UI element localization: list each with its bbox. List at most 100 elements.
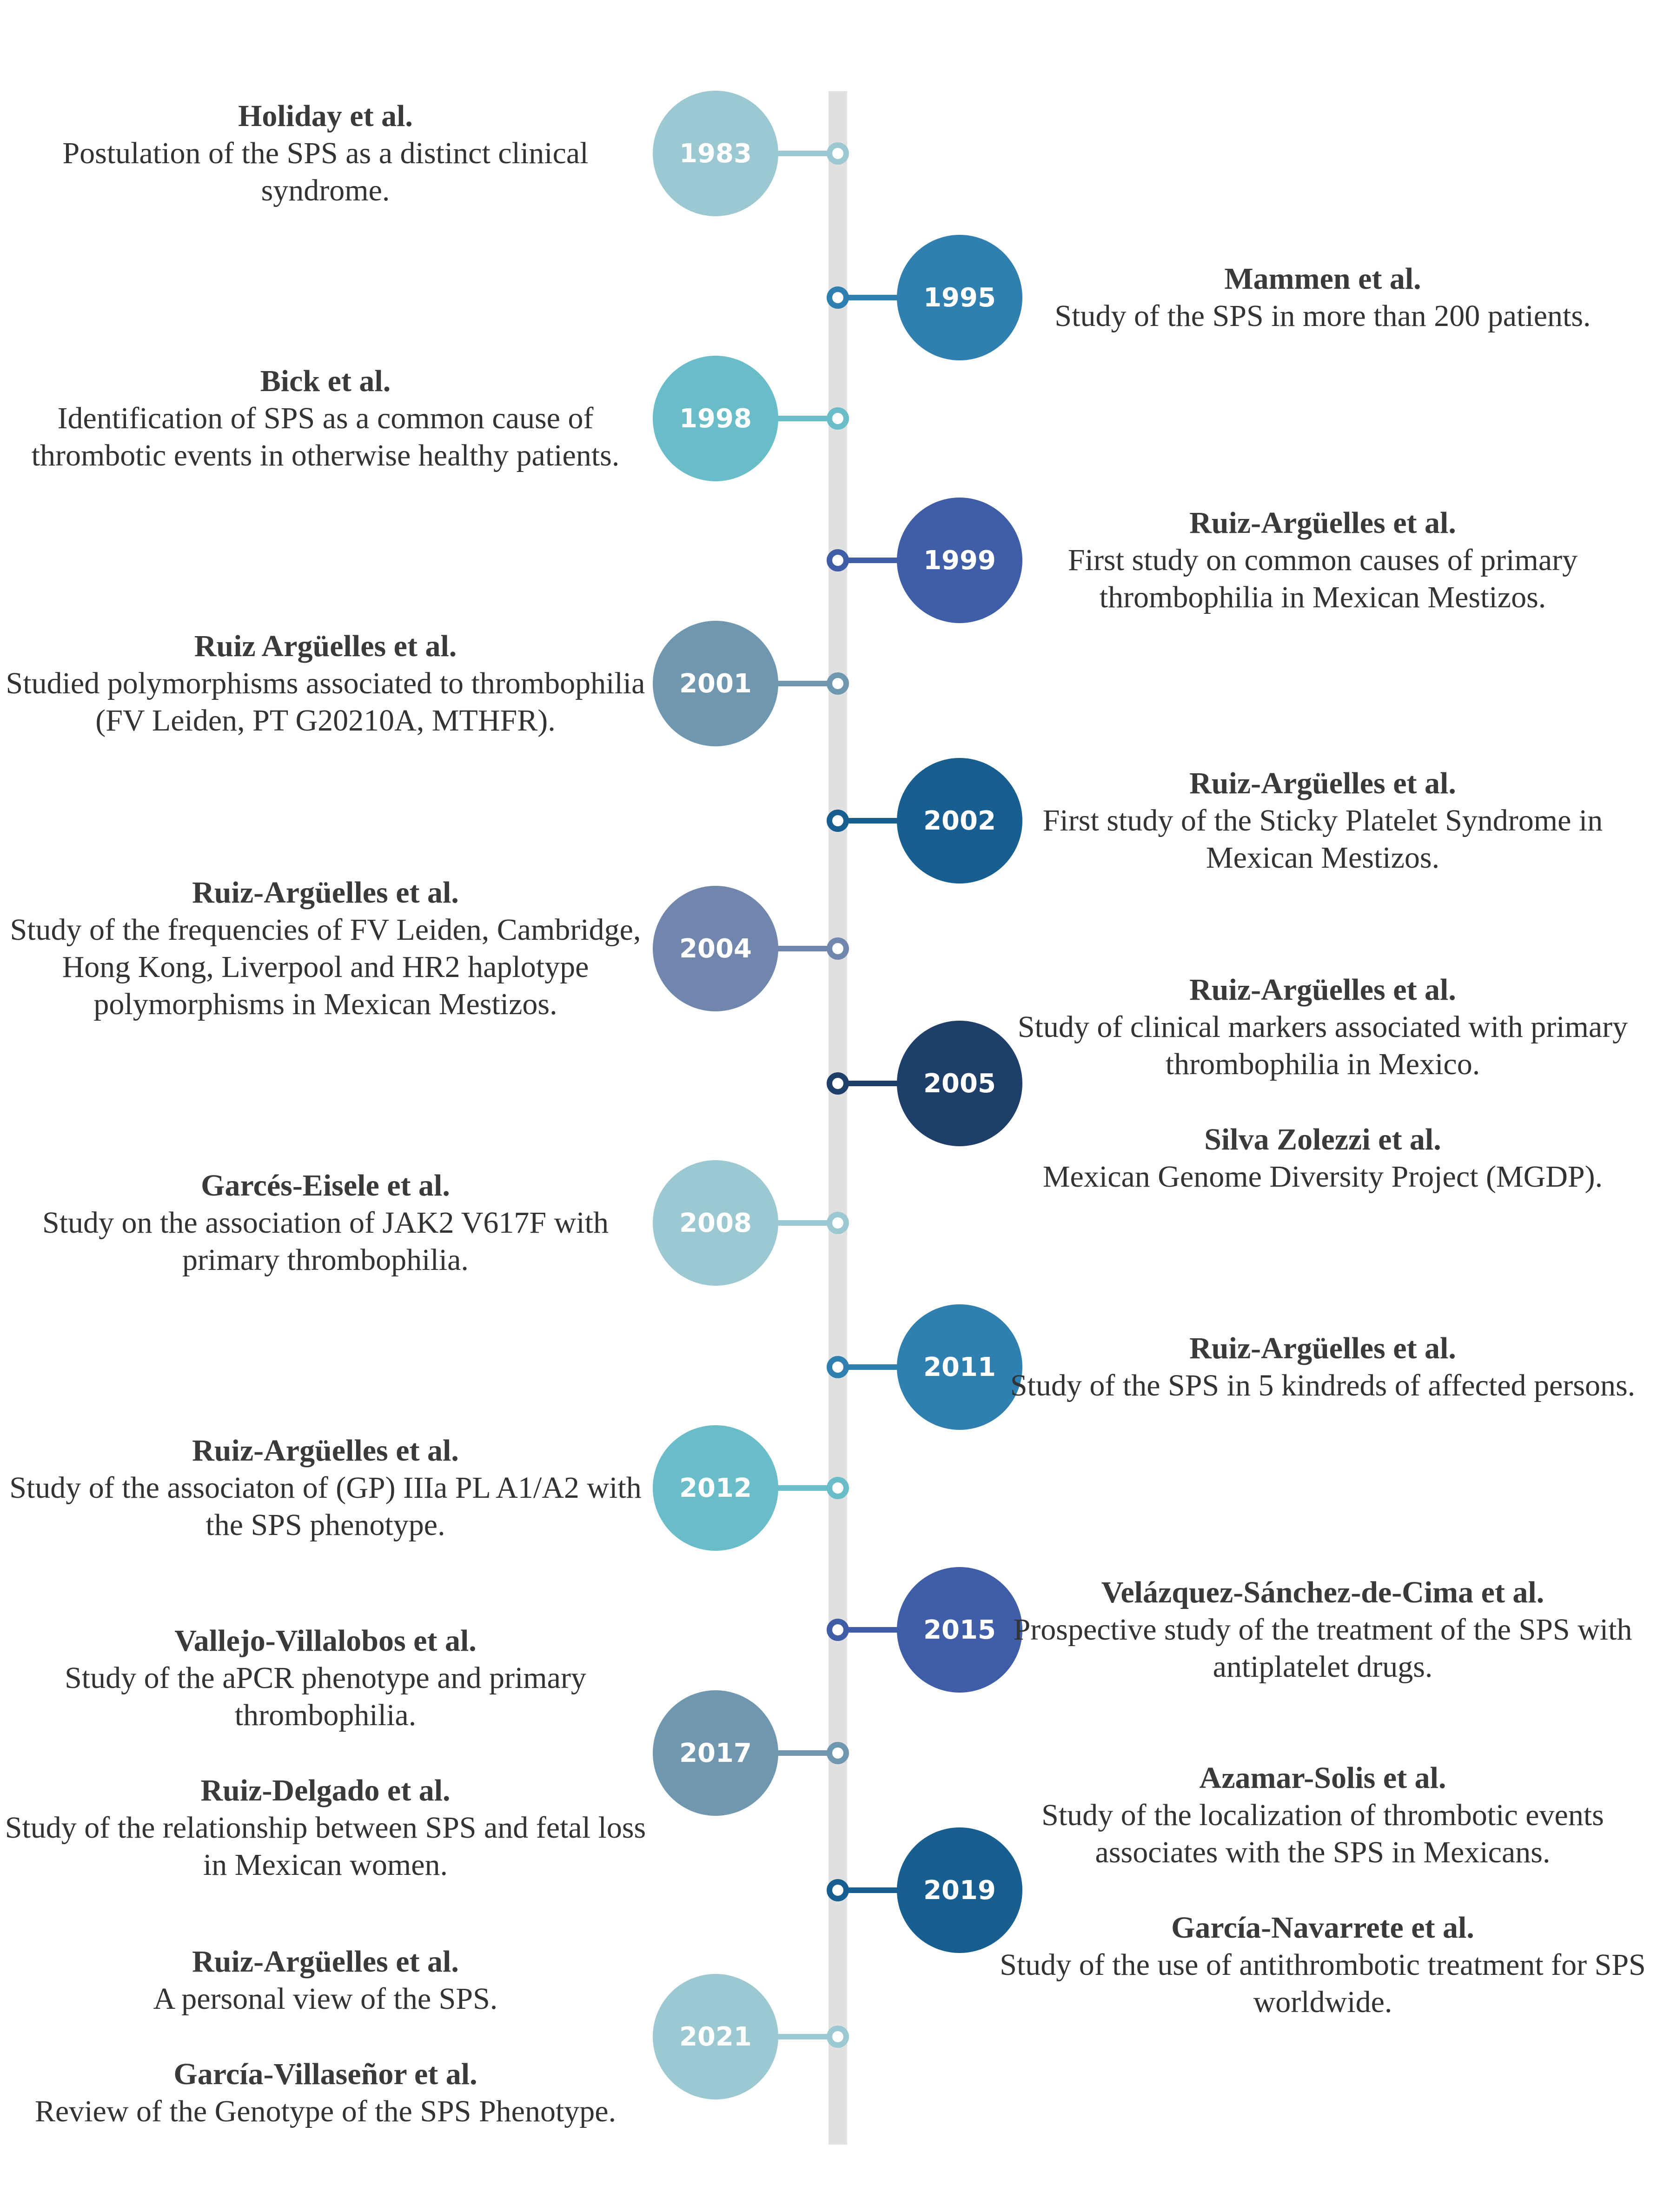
reference-author: Azamar-Solis et al. — [1199, 1761, 1446, 1795]
event-references: Ruiz Argüelles et al.Studied polymorphis… — [2, 628, 649, 739]
reference-description: Study of the SPS in more than 200 patien… — [1054, 299, 1591, 333]
reference-entry: Ruiz-Argüelles et al. First study of the … — [1000, 765, 1646, 877]
reference-description: Postulation of the SPS as a distinct cli… — [62, 136, 589, 207]
reference-description: Study on the association of JAK2 V617F w… — [42, 1206, 609, 1277]
timeline-dot — [827, 2026, 849, 2048]
year-circle: 1995 — [897, 235, 1022, 360]
reference-author: Ruiz-Argüelles et al. — [192, 1434, 459, 1468]
reference-entry: Ruiz-Argüelles et al.First study on comm… — [1000, 505, 1646, 616]
reference-entry: Holiday et al.Postulation of the SPS as … — [2, 98, 649, 209]
reference-description: Identification of SPS as a common cause … — [31, 401, 620, 472]
reference-entry: Garcés-Eisele et al. Study on the associa… — [2, 1167, 649, 1279]
reference-entry: Ruiz-Argüelles et al.Study of the freque… — [2, 874, 649, 1023]
reference-description: Study of the aPCR phenotype and primary … — [65, 1661, 586, 1732]
timeline-dot — [827, 810, 849, 832]
event-references: Velázquez-Sánchez-de-Cima et al. Prospect… — [1000, 1574, 1646, 1686]
year-circle: 2002 — [897, 758, 1022, 883]
reference-author: Ruiz-Argüelles et al. — [192, 1945, 459, 1979]
timeline-dot — [827, 1619, 849, 1641]
reference-description: Study of the SPS in 5 kindreds of affect… — [1010, 1368, 1636, 1402]
reference-entry: Silva Zolezzi et al. Mexican Genome Diver… — [1000, 1121, 1646, 1196]
event-references: Ruiz-Argüelles et al. First study of the … — [1000, 765, 1646, 877]
reference-entry: Ruiz Argüelles et al.Studied polymorphis… — [2, 628, 649, 739]
reference-author: Ruiz-Argüelles et al. — [1189, 1331, 1456, 1365]
year-circle: 2011 — [897, 1304, 1022, 1430]
timeline-dot — [827, 1742, 849, 1764]
reference-description: Study of the relationship between SPS an… — [5, 1811, 646, 1882]
year-circle: 2004 — [653, 886, 778, 1011]
event-references: Ruiz-Argüelles et al.First study on comm… — [1000, 505, 1646, 616]
reference-author: García-Villaseñor et al. — [173, 2057, 477, 2091]
reference-description: Review of the Genotype of the SPS Phenot… — [34, 2094, 616, 2128]
reference-description: Studied polymorphisms associated to thro… — [6, 666, 645, 737]
reference-description: Study of the associaton of (GP) IIIa PL … — [9, 1471, 642, 1542]
event-references: Holiday et al.Postulation of the SPS as … — [2, 98, 649, 209]
timeline-dot — [827, 1477, 849, 1499]
event-references: Vallejo-Villalobos et al.Study of the aP… — [2, 1622, 649, 1884]
event-references: Garcés-Eisele et al. Study on the associa… — [2, 1167, 649, 1279]
reference-description: Study of the frequencies of FV Leiden, C… — [10, 913, 641, 1021]
reference-entry: Ruiz-Argüelles et al.Study of clinical m… — [1000, 971, 1646, 1083]
reference-author: Mammen et al. — [1224, 262, 1421, 296]
reference-author: Vallejo-Villalobos et al. — [174, 1624, 477, 1658]
event-references: Ruiz-Argüelles et al.Study of the freque… — [2, 874, 649, 1023]
reference-author: Ruiz-Delgado et al. — [200, 1774, 451, 1807]
reference-author: Ruiz-Argüelles et al. — [192, 876, 459, 910]
reference-author: Velázquez-Sánchez-de-Cima et al. — [1101, 1575, 1544, 1609]
reference-author: Ruiz Argüelles et al. — [194, 629, 457, 663]
timeline-axis — [829, 91, 847, 2145]
event-references: Ruiz-Argüelles et al.Study of the SPS in… — [1000, 1330, 1646, 1404]
event-references: Ruiz-Argüelles et al.A personal view of … — [2, 1943, 649, 2130]
year-circle: 1983 — [653, 91, 778, 216]
reference-author: Silva Zolezzi et al. — [1204, 1123, 1441, 1156]
reference-author: Holiday et al. — [238, 99, 413, 133]
timeline-dot — [827, 549, 849, 571]
timeline-dot — [827, 1212, 849, 1234]
reference-description: First study of the Sticky Platelet Syndr… — [1042, 804, 1603, 875]
reference-author: Bick et al. — [260, 364, 391, 398]
reference-entry: García-Navarrete et al.Study of the use … — [1000, 1909, 1646, 2021]
timeline-dot — [827, 1356, 849, 1378]
reference-entry: Azamar-Solis et al.Study of the localiza… — [1000, 1760, 1646, 1871]
year-circle: 2015 — [897, 1567, 1022, 1693]
year-circle: 2019 — [897, 1827, 1022, 1953]
reference-author: Ruiz-Argüelles et al. — [1189, 766, 1456, 800]
reference-entry: Ruiz-Delgado et al. Study of the relation… — [2, 1772, 649, 1884]
reference-entry: Bick et al.Identification of SPS as a co… — [2, 363, 649, 474]
timeline-dot — [827, 1879, 849, 1901]
reference-entry: Ruiz-Argüelles et al.Study of the associ… — [2, 1432, 649, 1544]
reference-description: Study of clinical markers associated wit… — [1017, 1010, 1628, 1081]
reference-description: Study of the localization of thrombotic … — [1041, 1798, 1604, 1869]
reference-description: Mexican Genome Diversity Project (MGDP). — [1042, 1160, 1603, 1194]
reference-description: Prospective study of the treatment of th… — [1013, 1613, 1632, 1684]
reference-author: Ruiz-Argüelles et al. — [1189, 973, 1456, 1007]
event-references: Bick et al.Identification of SPS as a co… — [2, 363, 649, 474]
year-circle: 1998 — [653, 356, 778, 481]
reference-author: Garcés-Eisele et al. — [201, 1169, 450, 1202]
reference-author: Ruiz-Argüelles et al. — [1189, 506, 1456, 540]
timeline-dot — [827, 286, 849, 309]
reference-description: A personal view of the SPS. — [153, 1982, 498, 2016]
event-references: Azamar-Solis et al.Study of the localiza… — [1000, 1760, 1646, 2021]
year-circle: 2021 — [653, 1974, 778, 2099]
event-references: Ruiz-Argüelles et al.Study of clinical m… — [1000, 971, 1646, 1196]
year-circle: 1999 — [897, 498, 1022, 623]
timeline-dot — [827, 142, 849, 165]
year-circle: 2017 — [653, 1690, 778, 1816]
reference-entry: Ruiz-Argüelles et al.A personal view of … — [2, 1943, 649, 2018]
year-circle: 2001 — [653, 621, 778, 746]
reference-entry: Velázquez-Sánchez-de-Cima et al. Prospect… — [1000, 1574, 1646, 1686]
year-circle: 2005 — [897, 1021, 1022, 1146]
year-circle: 2012 — [653, 1425, 778, 1551]
timeline-dot — [827, 407, 849, 430]
reference-author: García-Navarrete et al. — [1171, 1911, 1474, 1945]
event-references: Mammen et al.Study of the SPS in more th… — [1000, 260, 1646, 335]
event-references: Ruiz-Argüelles et al.Study of the associ… — [2, 1432, 649, 1544]
timeline-dot — [827, 672, 849, 695]
reference-entry: García-Villaseñor et al.Review of the Ge… — [2, 2056, 649, 2130]
timeline-dot — [827, 1072, 849, 1095]
reference-entry: Mammen et al.Study of the SPS in more th… — [1000, 260, 1646, 335]
reference-entry: Ruiz-Argüelles et al.Study of the SPS in… — [1000, 1330, 1646, 1404]
reference-description: First study on common causes of primary … — [1067, 543, 1578, 614]
